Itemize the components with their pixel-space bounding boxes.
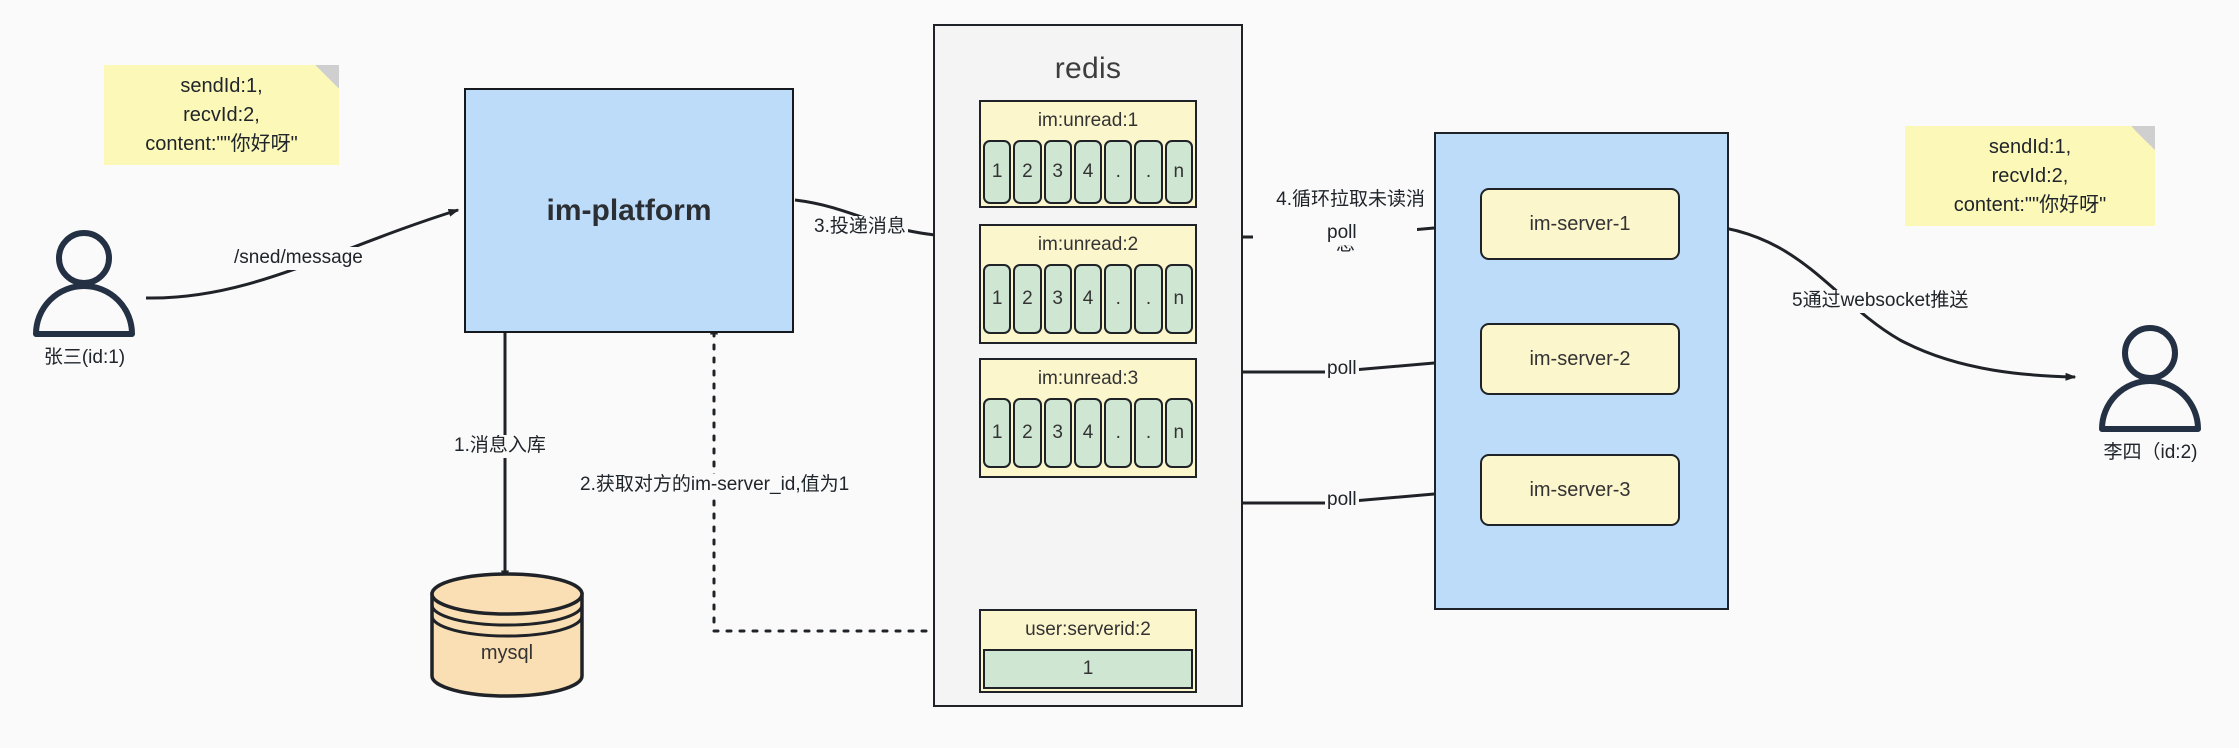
queue-cell: n: [1164, 398, 1193, 468]
edge-label-step2: 2.获取对方的im-server_id,值为1: [578, 474, 852, 497]
queue-cell: 2: [1013, 140, 1042, 204]
note-left-line-3: content:""你好呀": [145, 132, 298, 155]
edge-label-poll-1: poll: [1325, 222, 1359, 245]
queue-cell: 2: [1013, 398, 1042, 468]
redis-entry-1-cells: 1 2 3 4 . . n: [981, 264, 1195, 340]
sticky-note-right: sendId:1, recvId:2, content:""你好呀": [1905, 126, 2155, 226]
redis-kv-value: 1: [983, 649, 1193, 689]
queue-cell: 1: [983, 398, 1012, 468]
database-cylinder-icon: [430, 572, 584, 698]
queue-cell: 3: [1043, 398, 1072, 468]
node-im-server-2[interactable]: im-server-2: [1480, 323, 1680, 395]
edge-label-poll-3: poll: [1325, 489, 1359, 512]
note-right-line-3: content:""你好呀": [1953, 193, 2107, 216]
redis-entry-2-key: im:unread:3: [981, 360, 1195, 398]
queue-cell: 2: [1013, 264, 1042, 334]
node-im-platform[interactable]: im-platform: [464, 88, 794, 333]
redis-entry-1-key: im:unread:2: [981, 226, 1195, 264]
redis-entry-0-key: im:unread:1: [981, 102, 1195, 140]
redis-kv-key: user:serverid:2: [981, 611, 1195, 649]
edge-label-send-message: /sned/message: [232, 247, 365, 270]
queue-cell: 3: [1043, 264, 1072, 334]
redis-entry-0-cells: 1 2 3 4 . . n: [981, 140, 1195, 206]
queue-cell: .: [1134, 140, 1163, 204]
mysql-label: mysql: [480, 642, 534, 664]
edge-label-step4-line1: 4.循环拉取未读消: [1276, 188, 1425, 210]
queue-cell: 1: [983, 264, 1012, 334]
user-icon: [33, 230, 135, 337]
note-fold-icon: [2131, 126, 2155, 150]
sticky-note-left: sendId:1, recvId:2, content:""你好呀": [104, 65, 339, 165]
actor-sender-label: 张三(id:1): [43, 347, 126, 368]
im-server-3-label: im-server-3: [1529, 478, 1631, 501]
note-left-line-2: recvId:2,: [183, 103, 260, 126]
im-server-2-label: im-server-2: [1529, 347, 1631, 370]
queue-cell: 4: [1073, 140, 1103, 204]
im-platform-label: im-platform: [546, 193, 712, 227]
actor-sender: 张三(id:1): [22, 230, 147, 368]
queue-cell: 1: [983, 140, 1012, 204]
redis-entry-1[interactable]: im:unread:2 1 2 3 4 . . n: [979, 224, 1197, 344]
queue-cell: 4: [1073, 264, 1103, 334]
edge-label-step5: 5通过websocket推送: [1790, 290, 1971, 313]
im-server-1-label: im-server-1: [1529, 212, 1631, 235]
user-icon: [2099, 325, 2201, 432]
edge-label-step1: 1.消息入库: [452, 435, 548, 458]
queue-cell: n: [1164, 140, 1193, 204]
queue-cell: .: [1104, 264, 1133, 334]
queue-cell: .: [1134, 398, 1163, 468]
note-right-line-2: recvId:2,: [1991, 164, 2069, 187]
redis-kv-user-serverid[interactable]: user:serverid:2 1: [979, 609, 1197, 693]
redis-entry-2-cells: 1 2 3 4 . . n: [981, 398, 1195, 474]
redis-title: redis: [1054, 52, 1122, 85]
node-im-server-1[interactable]: im-server-1: [1480, 188, 1680, 260]
node-im-server-3[interactable]: im-server-3: [1480, 454, 1680, 526]
node-mysql[interactable]: mysql: [428, 572, 586, 707]
edge-label-poll-2: poll: [1325, 358, 1359, 381]
note-fold-icon: [315, 65, 339, 89]
queue-cell: 4: [1073, 398, 1103, 468]
redis-entry-0[interactable]: im:unread:1 1 2 3 4 . . n: [979, 100, 1197, 208]
queue-cell: .: [1104, 398, 1133, 468]
redis-entry-2[interactable]: im:unread:3 1 2 3 4 . . n: [979, 358, 1197, 478]
queue-cell: .: [1104, 140, 1133, 204]
edge-label-step3: 3.投递消息: [812, 216, 908, 239]
actor-receiver: 李四（id:2): [2088, 325, 2213, 463]
queue-cell: 3: [1043, 140, 1072, 204]
actor-receiver-label: 李四（id:2): [2103, 442, 2198, 463]
note-right-line-1: sendId:1,: [1988, 135, 2072, 158]
queue-cell: n: [1164, 264, 1193, 334]
queue-cell: .: [1134, 264, 1163, 334]
note-left-line-1: sendId:1,: [180, 74, 263, 97]
